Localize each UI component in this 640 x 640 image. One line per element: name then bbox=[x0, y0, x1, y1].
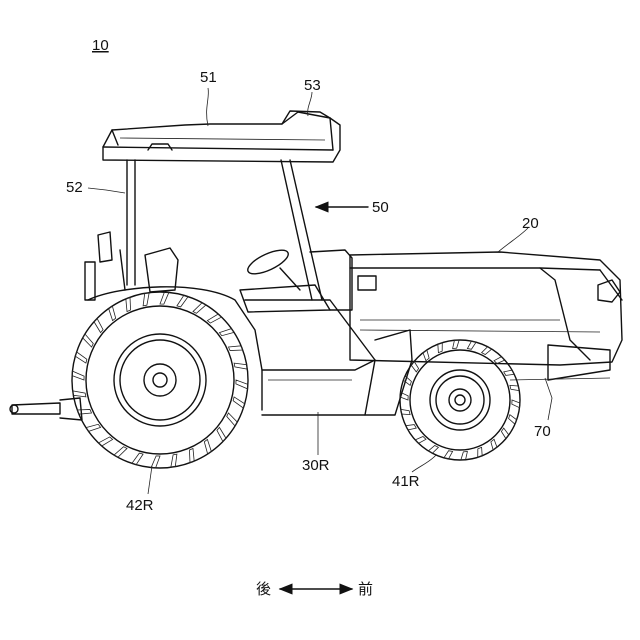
figure-reference-label: 10 bbox=[92, 37, 109, 54]
rear-hitch bbox=[10, 398, 82, 420]
left-post-label: 52 bbox=[66, 179, 83, 196]
tire-tread-lug bbox=[233, 397, 245, 408]
tire-tread-lug bbox=[160, 292, 169, 304]
tire-tread-lug bbox=[491, 439, 497, 450]
tire-tread-lug bbox=[504, 370, 514, 375]
canopy-posts bbox=[127, 160, 322, 300]
tire-tread-lug bbox=[189, 448, 194, 462]
tire-tread-lug bbox=[453, 340, 460, 349]
tire-tread-lug bbox=[423, 350, 429, 361]
tire-tread-lug bbox=[143, 293, 149, 306]
tire-tread-lug bbox=[204, 439, 211, 454]
tire-tread-lug bbox=[86, 424, 101, 431]
tire-tread-lug bbox=[207, 314, 221, 323]
tire-tread-lug bbox=[217, 427, 226, 441]
rear-wheel-label: 42R bbox=[126, 497, 154, 514]
tire-tread-lug bbox=[512, 400, 520, 408]
tire-tread-lug bbox=[234, 363, 247, 369]
front-direction-label: 前 bbox=[358, 580, 373, 598]
tire-tread-lug bbox=[75, 352, 87, 363]
frame-arrow-label: 50 bbox=[372, 199, 389, 216]
tire-tread-lug bbox=[228, 346, 242, 351]
tire-tread-lug bbox=[126, 297, 131, 311]
hood-label: 20 bbox=[522, 215, 539, 232]
tire-tread-lug bbox=[177, 295, 188, 307]
tire-tread-lug bbox=[219, 329, 234, 336]
front-wheel-label: 41R bbox=[392, 473, 420, 490]
tire-tread-lug bbox=[171, 454, 177, 467]
front-wheel bbox=[400, 340, 520, 460]
tire-tread-lug bbox=[401, 409, 410, 414]
tire-tread-lug bbox=[98, 437, 112, 446]
tire-tread-lug bbox=[94, 318, 103, 332]
cover-label: 70 bbox=[534, 423, 551, 440]
tire-tread-lug bbox=[406, 425, 416, 430]
tire-tread-lug bbox=[73, 391, 86, 397]
tire-tread-lug bbox=[132, 453, 143, 465]
tire-tread-lug bbox=[236, 380, 248, 389]
tire-tread-lug bbox=[151, 456, 160, 468]
tire-tread-lug bbox=[509, 415, 517, 424]
tire-tread-lug bbox=[438, 343, 442, 353]
canopy-front-label: 53 bbox=[304, 77, 321, 94]
tire-tread-lug bbox=[72, 371, 84, 380]
tire-tread-lug bbox=[478, 447, 482, 457]
canopy-label: 51 bbox=[200, 69, 217, 86]
canopy-roof bbox=[103, 111, 340, 162]
direction-indicator: 後 前 bbox=[256, 580, 373, 598]
tire-tread-lug bbox=[461, 451, 468, 460]
front-hood bbox=[310, 250, 622, 380]
tire-tread-lug bbox=[77, 409, 91, 414]
tire-tread-lug bbox=[109, 306, 116, 321]
rear-direction-label: 後 bbox=[256, 580, 271, 598]
tire-tread-lug bbox=[510, 385, 519, 390]
tire-tread-lug bbox=[428, 445, 438, 453]
tire-tread-lug bbox=[482, 347, 492, 355]
battery-case-label: 30R bbox=[302, 457, 330, 474]
central-body bbox=[88, 287, 412, 415]
rear-wheel bbox=[72, 292, 248, 468]
